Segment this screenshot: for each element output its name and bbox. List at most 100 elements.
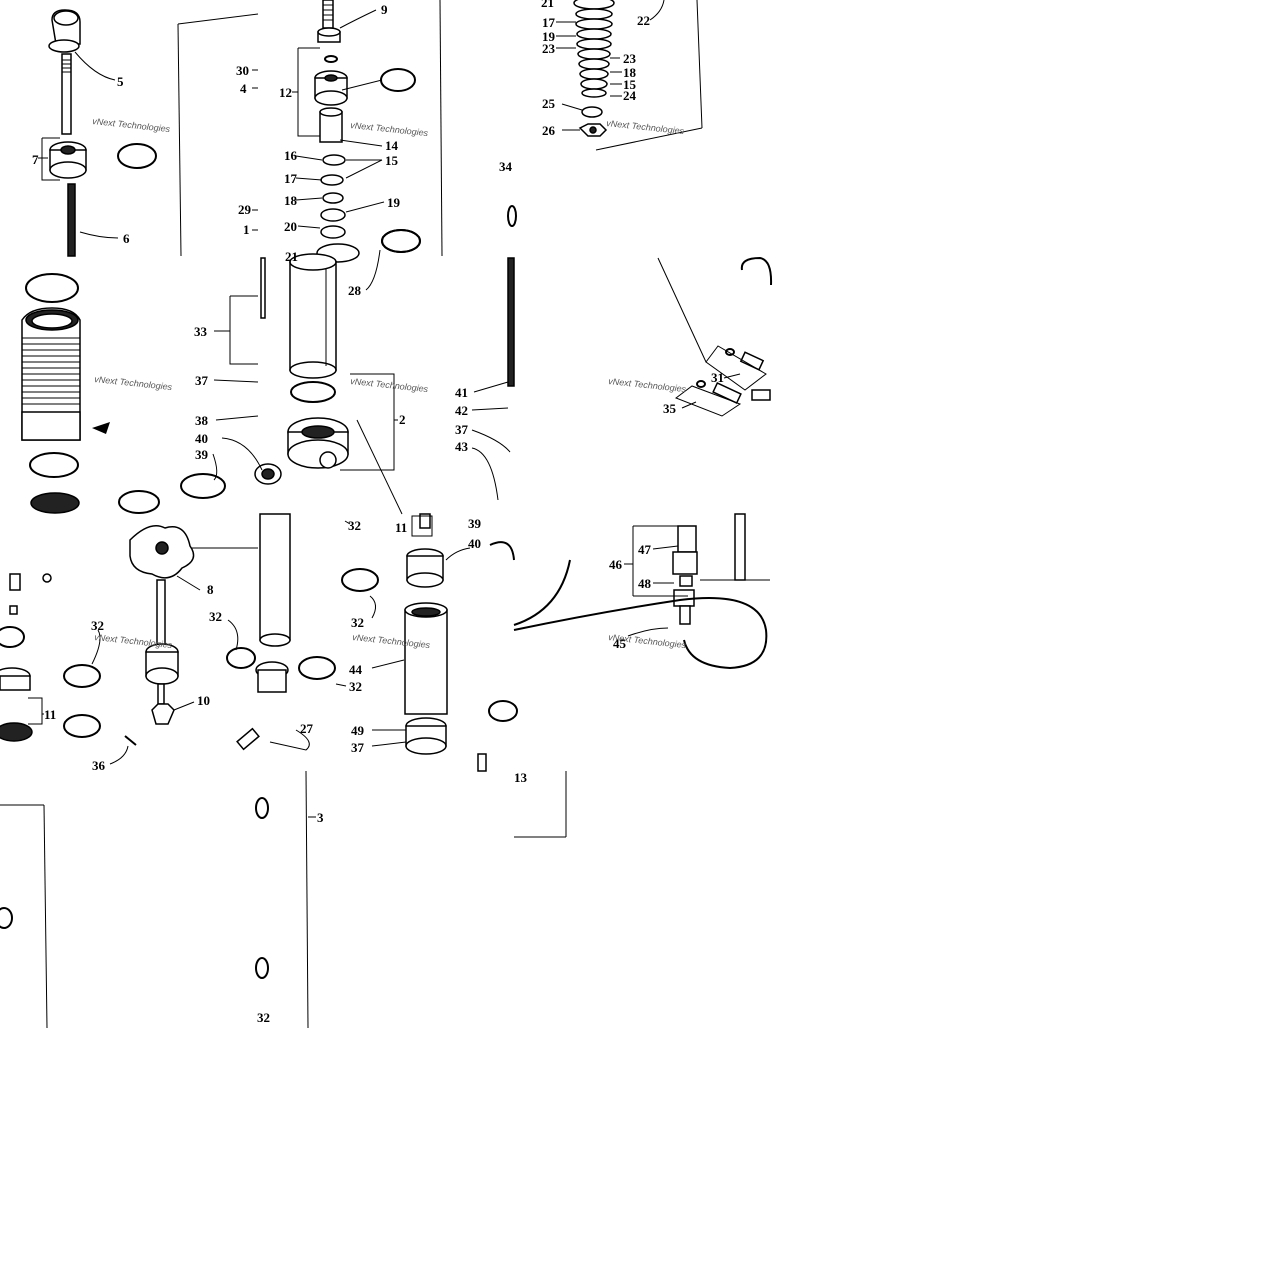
callout-37: 37 (195, 373, 209, 388)
cylinder-tube (259, 513, 291, 647)
callout-9: 9 (381, 2, 388, 17)
callout-32: 32 (351, 615, 364, 630)
o-ring (226, 647, 256, 669)
hose-loop (513, 597, 768, 670)
pin-part (124, 735, 137, 746)
callout-1: 1 (243, 222, 250, 237)
callout-24: 24 (623, 88, 637, 103)
piston-part (0, 667, 33, 742)
sleeve-part (319, 107, 343, 143)
callout-6: 6 (123, 231, 130, 246)
leader-lines (28, 0, 741, 818)
nut-part (578, 123, 608, 137)
callout-17: 17 (542, 15, 556, 30)
o-ring (380, 68, 416, 92)
o-ring (117, 143, 157, 169)
o-ring (255, 797, 269, 819)
watermark: vNext Technologies (94, 374, 173, 392)
callout-19: 19 (387, 195, 401, 210)
o-ring (0, 907, 13, 929)
callout-47: 47 (638, 542, 652, 557)
o-ring (298, 656, 336, 680)
callout-5: 5 (117, 74, 124, 89)
callout-32: 32 (349, 679, 362, 694)
callout-44: 44 (349, 662, 363, 677)
large-ring (381, 229, 421, 253)
callout-10: 10 (197, 693, 210, 708)
o-ring (255, 957, 269, 979)
callout-37: 37 (455, 422, 469, 437)
ring-part (507, 205, 517, 227)
rod-part (67, 183, 76, 257)
callout-3: 3 (317, 810, 324, 825)
callout-31: 31 (711, 370, 724, 385)
o-ring (341, 568, 379, 592)
callout-40: 40 (468, 536, 481, 551)
callout-32: 32 (348, 518, 361, 533)
o-ring (29, 452, 79, 478)
callout-30: 30 (236, 63, 249, 78)
elbow-fitting (696, 348, 771, 405)
bracket-31 (705, 345, 767, 391)
valve-body-part (145, 643, 179, 685)
hose-fitting (734, 513, 746, 581)
callout-29: 29 (238, 202, 252, 217)
callout-labels: 5 7 6 9 30 4 12 14 16 15 17 18 19 20 29 … (32, 0, 724, 1025)
callout-21: 21 (541, 0, 554, 10)
vertical-part (507, 257, 515, 387)
callout-48: 48 (638, 576, 652, 591)
callout-27: 27 (300, 721, 314, 736)
fitting-part (477, 753, 487, 772)
fitting-part (254, 463, 282, 485)
callout-41: 41 (455, 385, 468, 400)
callout-19: 19 (542, 29, 556, 44)
callout-11: 11 (44, 707, 56, 722)
callout-12: 12 (279, 85, 292, 100)
hose-clamp (180, 473, 226, 499)
callout-21: 21 (285, 249, 298, 264)
base-part (405, 717, 447, 755)
callout-11: 11 (395, 520, 407, 535)
callout-38: 38 (195, 413, 209, 428)
callout-7: 7 (32, 152, 39, 167)
o-ring (488, 700, 518, 722)
frame-lines (0, 0, 707, 1029)
watermark: vNext Technologies (606, 118, 685, 136)
watermark: vNext Technologies (92, 116, 171, 134)
callout-49: 49 (351, 723, 365, 738)
threaded-rod (156, 579, 166, 647)
bracket-46 (632, 525, 688, 597)
callout-18: 18 (284, 193, 298, 208)
valve-body-part (314, 70, 348, 106)
small-fitting (9, 573, 52, 615)
hose-part (489, 541, 515, 561)
nut-part (49, 141, 87, 179)
top-cap (406, 548, 444, 588)
watermark: vNext Technologies (350, 376, 429, 394)
o-ring (63, 714, 101, 738)
callout-15: 15 (385, 153, 399, 168)
callout-39: 39 (195, 447, 209, 462)
callout-20: 20 (284, 219, 297, 234)
rod-part (157, 683, 165, 705)
callout-22: 22 (637, 13, 650, 28)
callout-18: 18 (623, 65, 637, 80)
spring-stack (573, 0, 615, 98)
arrow-marker (92, 422, 110, 434)
cylinder-tube (289, 253, 337, 379)
o-ring (290, 381, 336, 403)
callout-40: 40 (195, 431, 208, 446)
bracket-35 (674, 385, 742, 417)
head-assembly (287, 417, 349, 469)
star-knob (129, 525, 195, 579)
callout-36: 36 (92, 758, 106, 773)
callout-35: 35 (663, 401, 677, 416)
hose-loop (740, 256, 773, 286)
small-ring (324, 55, 338, 63)
small-fitting (236, 513, 431, 751)
callout-13: 13 (514, 770, 528, 785)
callout-15: 15 (623, 77, 637, 92)
callout-32: 32 (91, 618, 104, 633)
fitting-part (48, 9, 81, 135)
